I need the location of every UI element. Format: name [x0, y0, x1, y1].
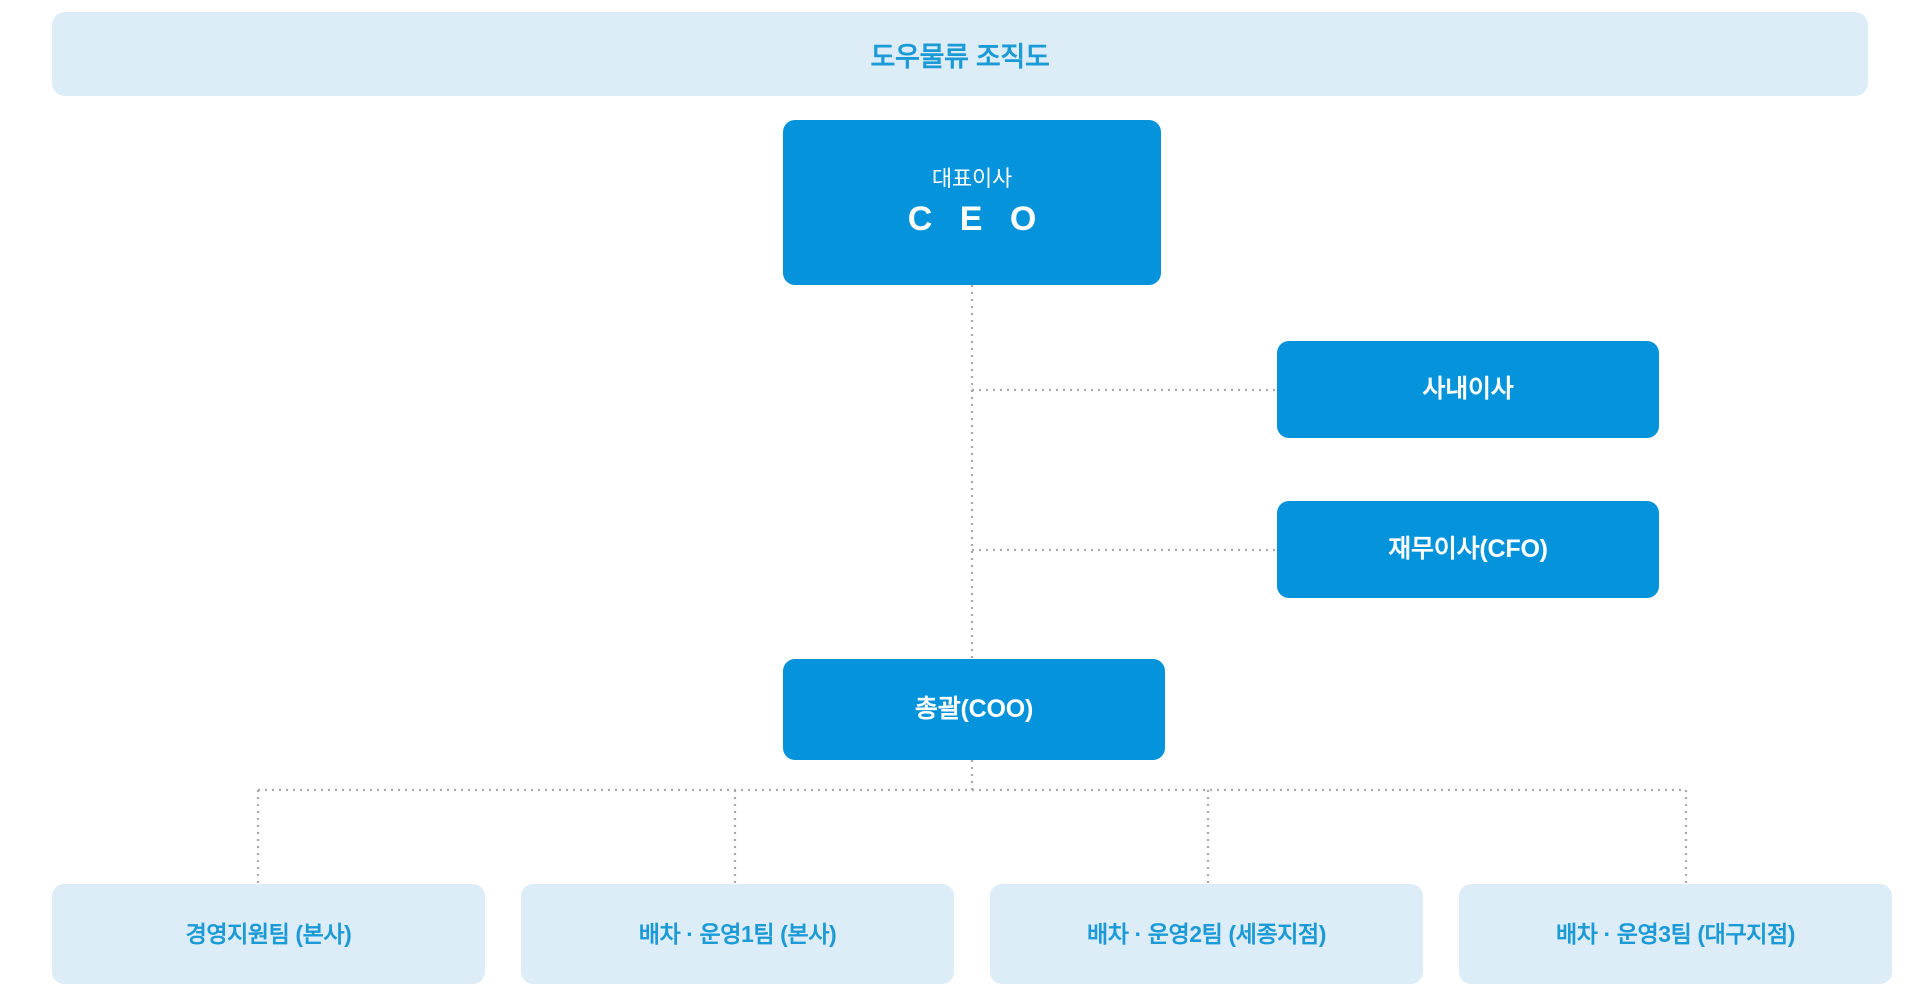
node-ceo-role-main: C E O: [907, 200, 1046, 238]
node-cfo-label: 재무이사(CFO): [1388, 534, 1548, 563]
node-team-3[interactable]: 배차 · 운영3팀 (대구지점): [1459, 884, 1892, 984]
node-coo-label: 총괄(COO): [914, 694, 1034, 723]
node-team-0-label: 경영지원팀 (본사): [185, 920, 352, 947]
node-coo[interactable]: 총괄(COO): [783, 659, 1165, 760]
chart-title-bar: 도우물류 조직도: [52, 12, 1868, 96]
node-inside-director-label: 사내이사: [1422, 374, 1514, 403]
node-team-2[interactable]: 배차 · 운영2팀 (세종지점): [990, 884, 1423, 984]
node-ceo-role-sub: 대표이사: [931, 165, 1013, 191]
node-team-3-label: 배차 · 운영3팀 (대구지점): [1556, 920, 1795, 947]
node-team-2-label: 배차 · 운영2팀 (세종지점): [1087, 920, 1326, 947]
node-cfo[interactable]: 재무이사(CFO): [1277, 501, 1659, 598]
node-team-0[interactable]: 경영지원팀 (본사): [52, 884, 485, 984]
node-team-1[interactable]: 배차 · 운영1팀 (본사): [521, 884, 954, 984]
node-inside-director[interactable]: 사내이사: [1277, 341, 1659, 438]
page-title: 도우물류 조직도: [870, 41, 1050, 72]
node-team-1-label: 배차 · 운영1팀 (본사): [638, 920, 837, 947]
node-ceo[interactable]: 대표이사 C E O: [783, 120, 1161, 285]
